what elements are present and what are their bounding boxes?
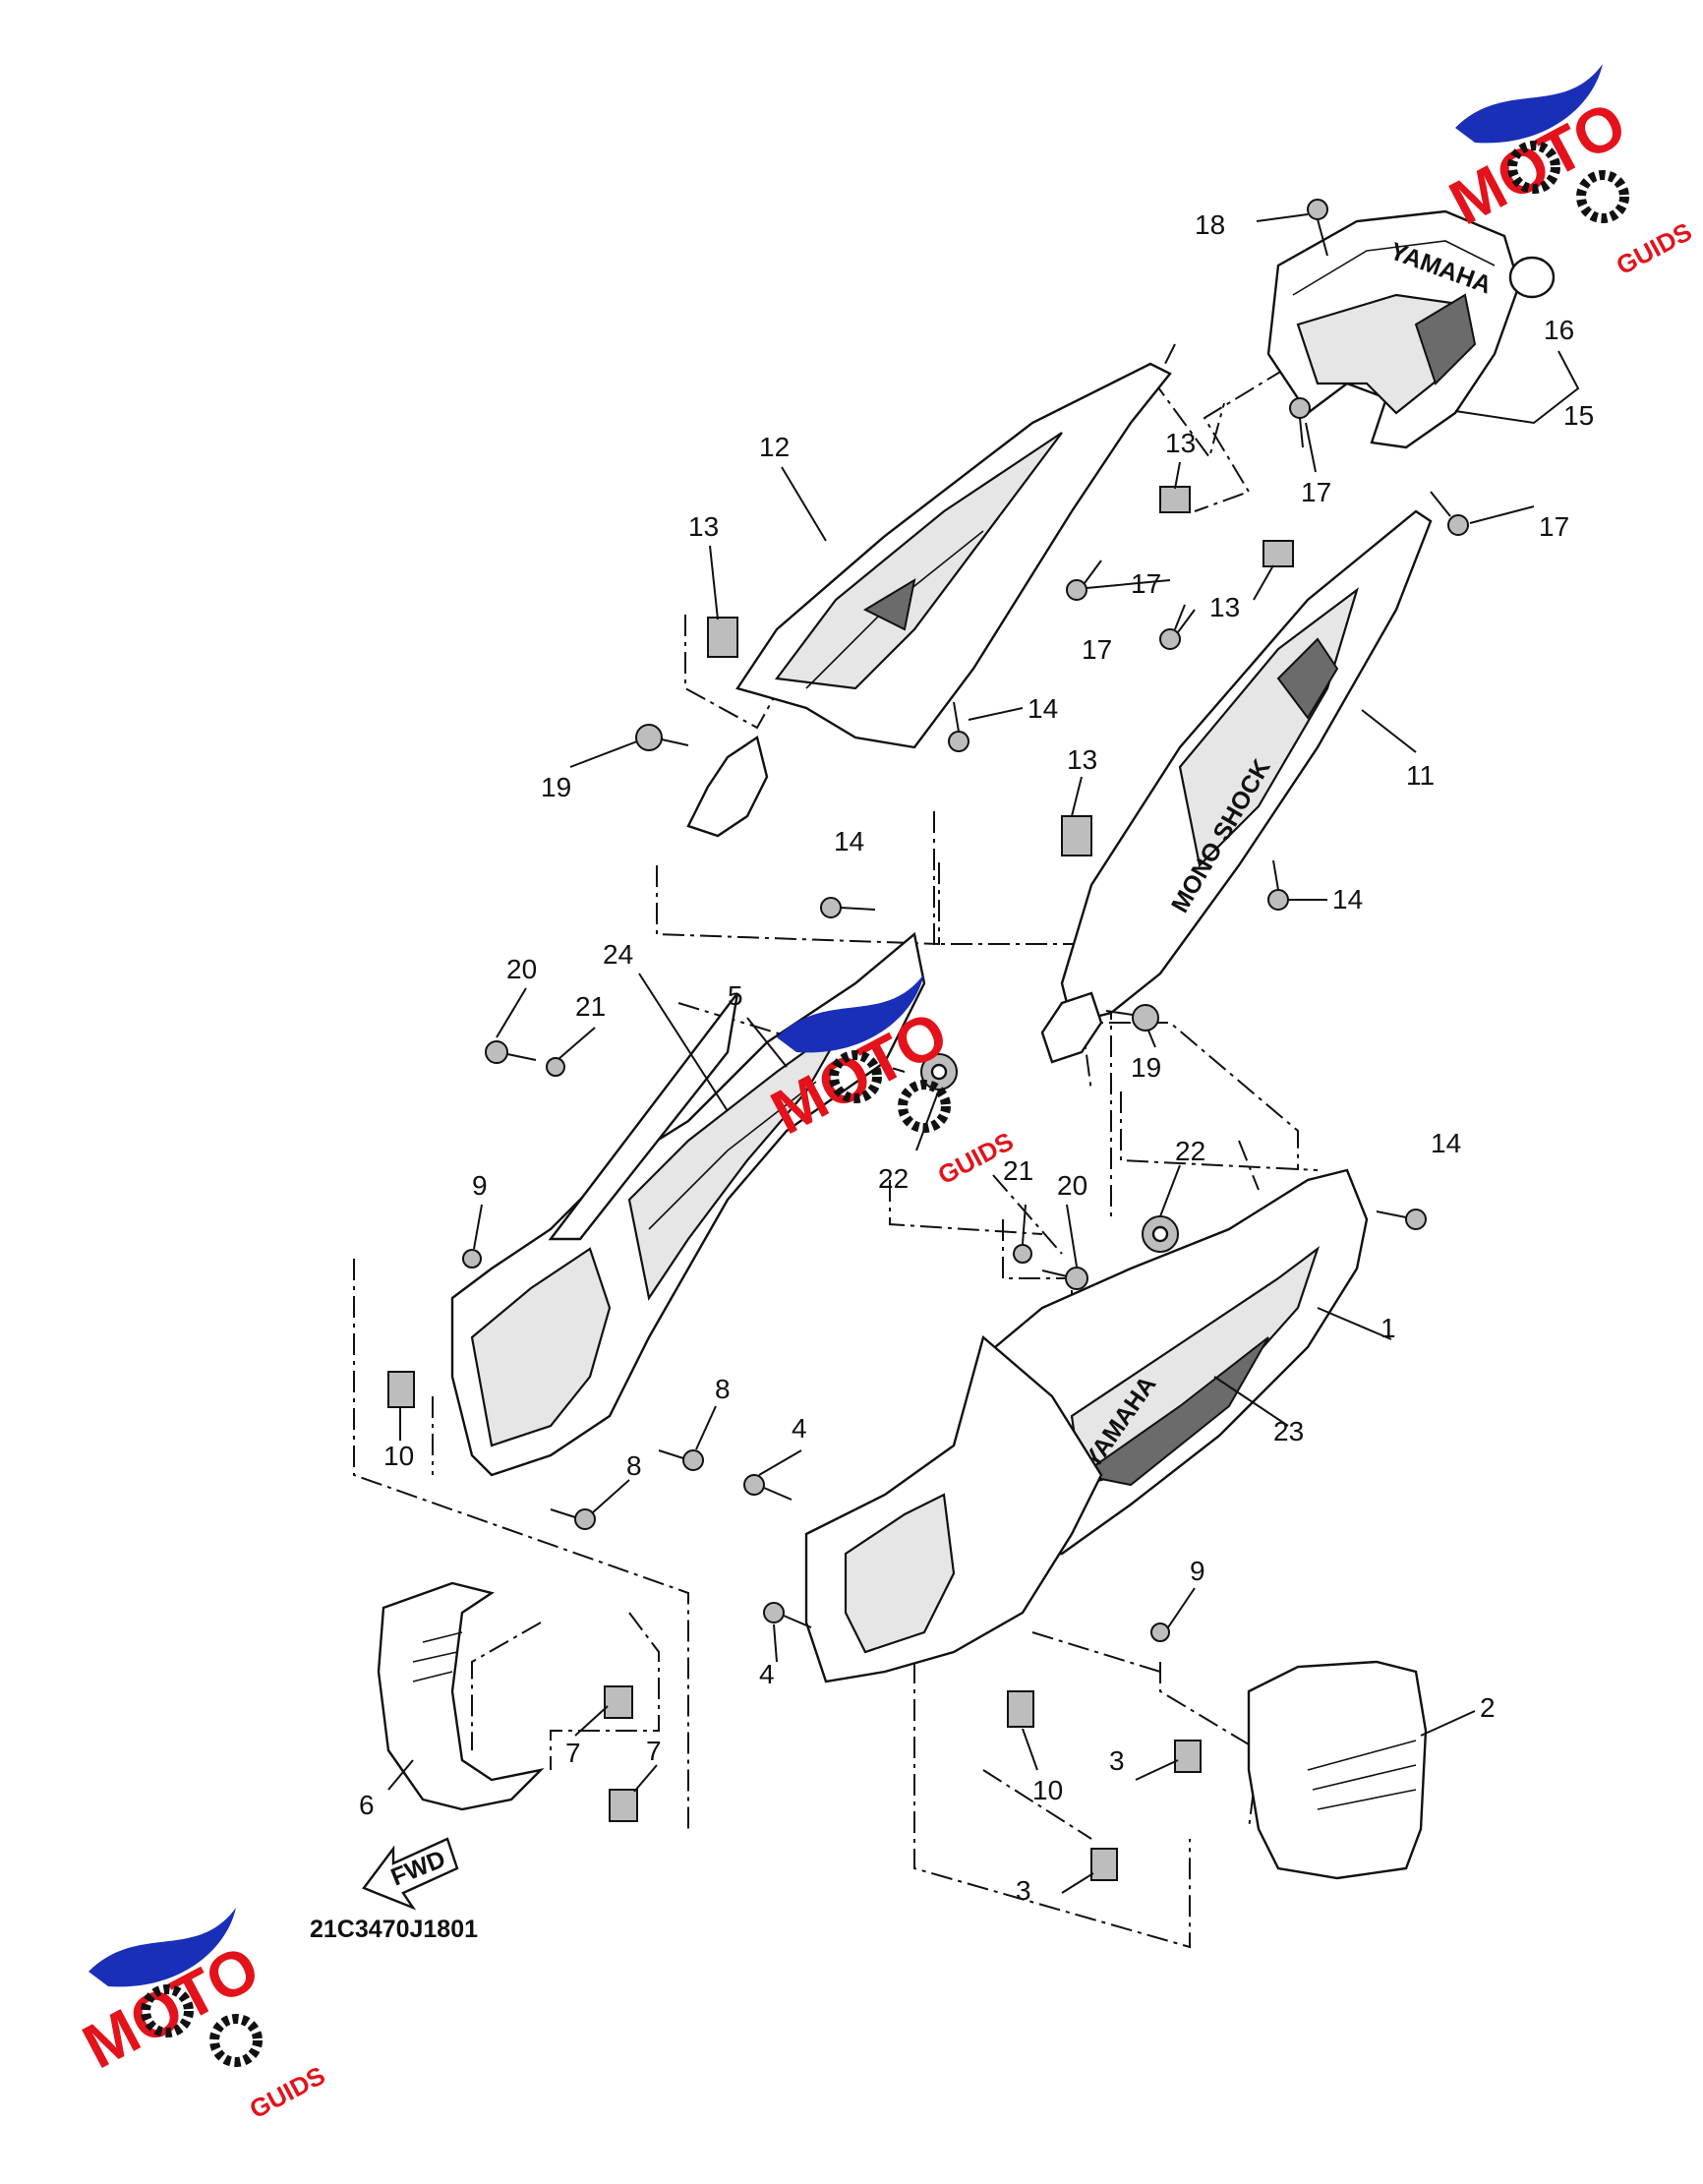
callout-8: 8 [626,1450,642,1481]
gear-icon [209,2014,263,2067]
gear-icon [829,1050,882,1103]
callout-13: 13 [1165,428,1196,458]
callout-2: 2 [1480,1692,1496,1723]
right-seat-cover-11: MONO SHOCK [1040,509,1433,1064]
gear-icon [1507,141,1560,194]
callout-17: 17 [1539,511,1569,542]
callout-7: 7 [565,1738,581,1768]
cap-16 [1508,256,1556,299]
callout-17: 17 [1131,568,1161,599]
callout-8: 8 [715,1374,731,1404]
callout-14: 14 [834,826,864,856]
callout-21: 21 [575,991,606,1022]
callout-18: 18 [1195,209,1225,240]
callout-3: 3 [1016,1875,1031,1906]
callout-22: 22 [878,1163,909,1194]
callout-15: 15 [1563,400,1594,431]
callout-17: 17 [1082,634,1112,665]
callout-16: 16 [1544,315,1574,345]
swoosh-icon [777,974,924,1053]
callout-9: 9 [1190,1556,1205,1586]
callout-23: 23 [1273,1416,1304,1446]
swoosh-icon [1455,64,1603,144]
front-cowl-6 [377,1581,545,1811]
rear-tail-cover: YAMAHA [1266,209,1556,449]
callout-20: 20 [1057,1170,1087,1201]
gear-icon [141,1984,194,2037]
callout-1: 1 [1380,1313,1396,1343]
watermark-logo-bottom: MOTO GUIDS [72,1908,330,2124]
callout-3: 3 [1109,1745,1125,1776]
callout-24: 24 [603,939,633,970]
callout-22: 22 [1175,1136,1205,1166]
left-seat-cover-12 [686,362,1172,838]
callout-7: 7 [646,1736,662,1766]
leader-lines [387,213,1580,1894]
swoosh-icon [88,1908,236,1987]
fwd-arrow: FWD [362,1837,459,1911]
callout-13: 13 [1067,744,1097,775]
callout-14: 14 [1431,1128,1461,1158]
callout-14: 14 [1332,884,1363,915]
callout-14: 14 [1028,693,1058,724]
gear-icon [898,1080,951,1133]
watermark-logo-center: MOTO GUIDS [760,974,1019,1190]
part-code: 21C3470J1801 [310,1916,478,1943]
gear-icon [1576,170,1629,223]
guard-2 [1247,1660,1428,1880]
callout-4: 4 [792,1413,807,1444]
callout-19: 19 [541,772,571,802]
callout-13: 13 [1209,592,1240,622]
hardware [387,199,1469,1881]
logo-subtext: GUIDS [245,2060,330,2124]
logo-subtext: GUIDS [1612,216,1697,280]
callout-6: 6 [359,1790,375,1820]
front-side-cover [804,1334,1103,1683]
callout-13: 13 [688,511,719,542]
callout-19: 19 [1131,1052,1161,1083]
callout-9: 9 [472,1170,488,1201]
callout-4: 4 [759,1659,775,1689]
callout-5: 5 [728,980,743,1011]
callouts: 1 2 3 3 4 4 5 6 7 7 8 8 9 9 10 10 11 12 … [359,209,1594,1906]
callout-20: 20 [506,954,537,984]
callout-12: 12 [759,432,790,462]
callout-10: 10 [383,1441,414,1471]
callout-21: 21 [1003,1155,1033,1186]
callout-10: 10 [1032,1775,1063,1805]
callout-17: 17 [1301,477,1331,507]
callout-11: 11 [1406,760,1435,791]
